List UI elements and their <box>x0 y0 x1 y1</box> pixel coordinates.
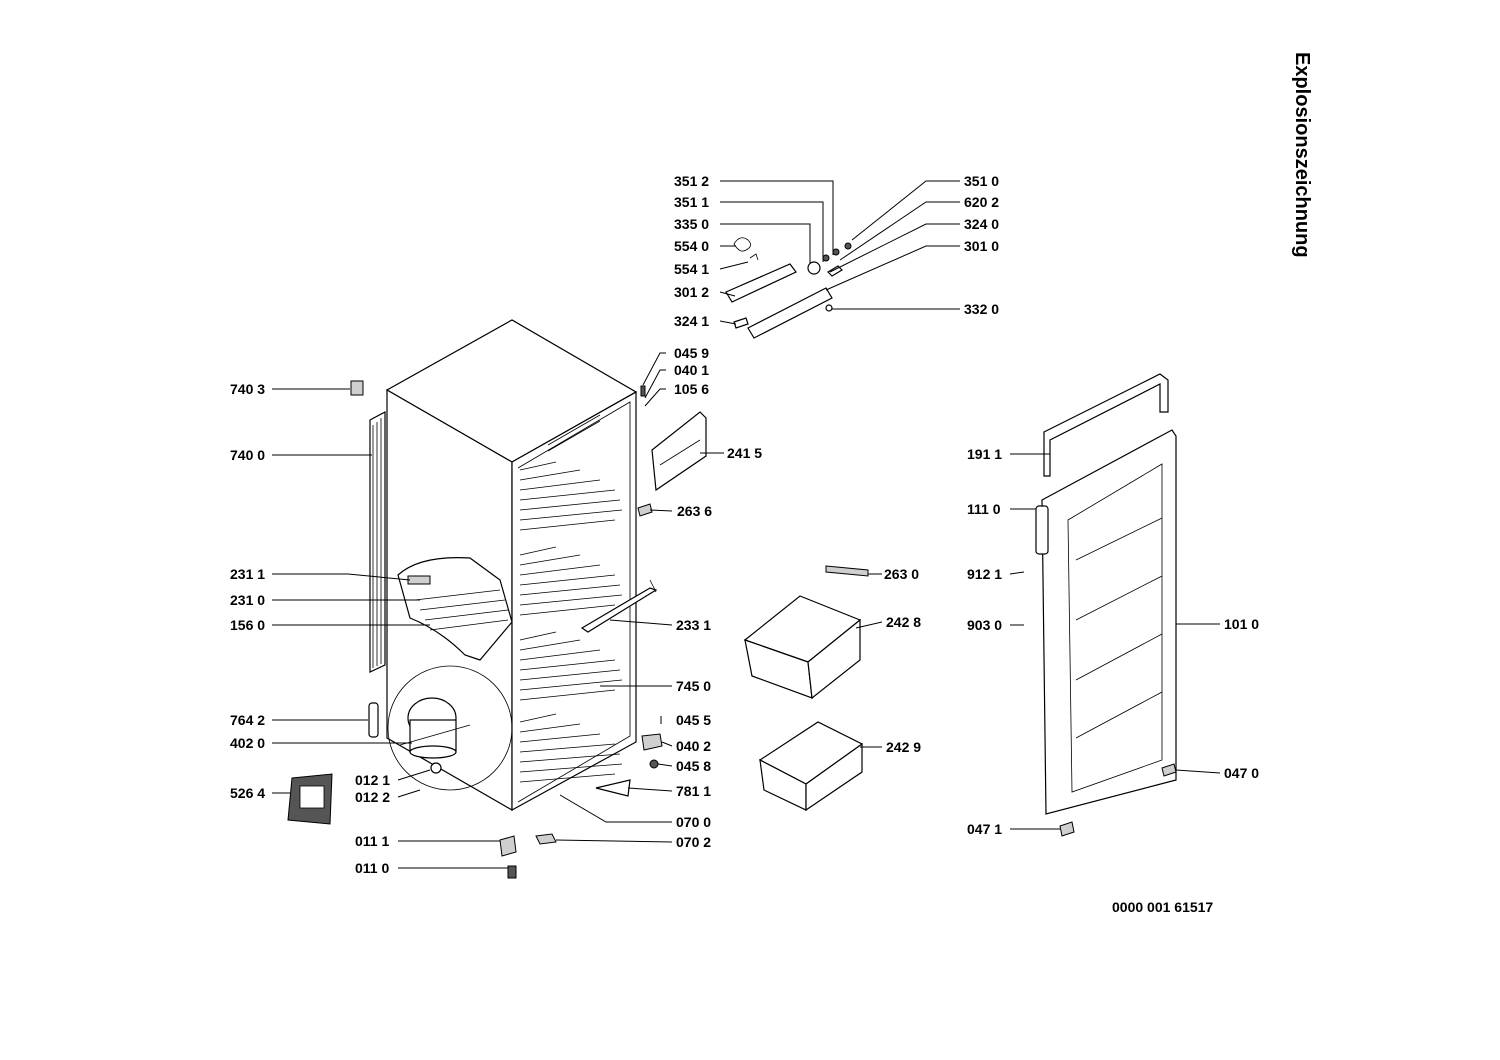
drip-tray <box>397 557 513 661</box>
starter-relay <box>368 702 379 738</box>
crisper-drawer-lower <box>758 721 864 812</box>
door-hinge-bottom <box>1059 821 1075 837</box>
part-label: 040 1 <box>674 362 709 378</box>
part-label: 332 0 <box>964 301 999 317</box>
sensor-clip <box>637 503 653 517</box>
part-label: 012 1 <box>355 772 390 788</box>
shelf-rail <box>580 587 658 633</box>
bottom-hinge <box>641 733 663 751</box>
part-label: 045 8 <box>676 758 711 774</box>
door-handle <box>1035 505 1049 555</box>
part-labels: 351 2 351 1 335 0 554 0 554 1 301 2 324 … <box>230 173 1259 876</box>
part-label: 242 8 <box>886 614 921 630</box>
part-label: 242 9 <box>886 739 921 755</box>
part-label: 111 0 <box>967 501 1001 517</box>
door-stop <box>1161 763 1177 777</box>
part-label: 324 0 <box>964 216 999 232</box>
part-label: 040 2 <box>676 738 711 754</box>
part-label: 351 2 <box>674 173 709 189</box>
part-label: 351 0 <box>964 173 999 189</box>
part-label: 526 4 <box>230 785 265 801</box>
part-label: 301 0 <box>964 238 999 254</box>
compressor-detail <box>387 665 513 791</box>
part-label: 045 5 <box>676 712 711 728</box>
part-label: 335 0 <box>674 216 709 232</box>
part-label: 233 1 <box>676 617 711 633</box>
leader-lines <box>272 180 1221 869</box>
part-label: 324 1 <box>674 313 709 329</box>
part-label: 745 0 <box>676 678 711 694</box>
part-label: 047 1 <box>967 821 1002 837</box>
adjustable-foot <box>507 865 517 879</box>
part-label: 070 0 <box>676 814 711 830</box>
part-label: 231 1 <box>230 566 265 582</box>
part-label: 351 1 <box>674 194 709 210</box>
control-panel-assembly <box>725 237 852 339</box>
part-label: 101 0 <box>1224 616 1259 632</box>
door-gasket <box>1043 373 1169 477</box>
thermostat-cover <box>651 411 707 492</box>
part-label: 903 0 <box>967 617 1002 633</box>
part-label: 554 1 <box>674 261 709 277</box>
part-label: 402 0 <box>230 735 265 751</box>
part-label: 070 2 <box>676 834 711 850</box>
part-label: 105 6 <box>674 381 709 397</box>
drawing-number: 0000 001 61517 <box>1112 899 1213 915</box>
hinge-screw <box>649 759 659 769</box>
evaporator-shelves <box>519 461 623 783</box>
door-panel <box>1041 429 1177 815</box>
part-label: 620 2 <box>964 194 999 210</box>
part-label: 156 0 <box>230 617 265 633</box>
part-label: 012 2 <box>355 789 390 805</box>
condenser <box>369 411 386 673</box>
drawer-cover-strip <box>825 565 869 577</box>
part-label: 191 1 <box>967 446 1002 462</box>
part-label: 740 0 <box>230 447 265 463</box>
part-label: 740 3 <box>230 381 265 397</box>
part-label: 263 6 <box>677 503 712 519</box>
crisper-drawer-upper <box>743 595 862 700</box>
part-label: 231 0 <box>230 592 265 608</box>
diagram-title: Explosionszeichnung <box>1291 52 1313 258</box>
part-label: 301 2 <box>674 284 709 300</box>
part-label: 047 0 <box>1224 765 1259 781</box>
cover-plate <box>535 833 557 845</box>
base-bracket <box>595 779 631 797</box>
part-label: 554 0 <box>674 238 709 254</box>
part-label: 912 1 <box>967 566 1002 582</box>
cap-part <box>350 380 364 396</box>
part-label: 011 1 <box>355 833 389 849</box>
part-label: 241 5 <box>727 445 762 461</box>
part-label: 764 2 <box>230 712 265 728</box>
part-label: 263 0 <box>884 566 919 582</box>
part-label: 045 9 <box>674 345 709 361</box>
part-label: 781 1 <box>676 783 711 799</box>
hinge-pin <box>640 385 646 397</box>
control-module <box>287 773 333 825</box>
part-label: 011 0 <box>355 860 389 876</box>
foot-bracket <box>499 835 517 857</box>
